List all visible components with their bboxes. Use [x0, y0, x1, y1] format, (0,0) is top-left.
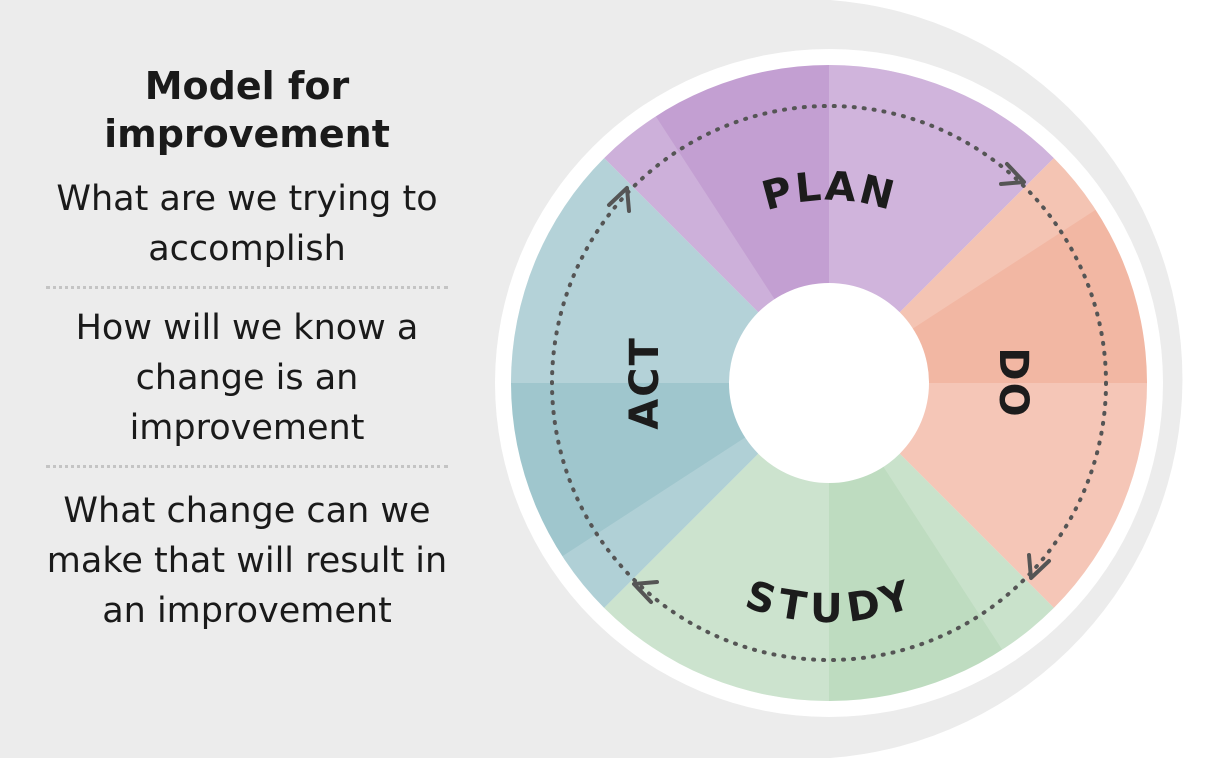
phase-label-do: DO — [990, 347, 1036, 418]
segment-plan — [604, 65, 1054, 314]
segment-act-tint — [562, 436, 760, 608]
pdsa-cycle-wheel: PLAN STUDY DO ACT — [495, 49, 1163, 717]
segment-study — [604, 452, 1054, 701]
phase-label-act: ACT — [622, 336, 668, 430]
center-hole — [729, 283, 929, 483]
question-change: What change can we make that will result… — [46, 491, 448, 631]
segment-do-tint — [898, 158, 1096, 330]
arrowhead-icon — [999, 162, 1026, 186]
segment-study-highlight — [604, 452, 829, 701]
page-title: Model for improvement — [104, 64, 390, 156]
dotted-divider — [46, 286, 448, 289]
segment-act — [511, 158, 760, 608]
questions-panel: Model for improvement What are we trying… — [28, 62, 466, 642]
segment-do — [898, 158, 1147, 608]
dotted-divider — [46, 465, 448, 468]
arrowhead-icon — [632, 580, 659, 604]
question-measure: How will we know a change is an improvem… — [75, 308, 419, 448]
segment-plan-highlight — [829, 65, 1054, 314]
arrowhead-icon — [607, 186, 631, 213]
arrowheads — [607, 162, 1051, 604]
segment-plan-tint — [604, 116, 776, 314]
segment-act-highlight — [511, 158, 760, 383]
cycle-segments — [511, 65, 1147, 701]
segment-study-tint — [882, 452, 1054, 650]
segment-do-highlight — [898, 383, 1147, 608]
dotted-cycle-arrow-path — [550, 104, 1108, 662]
arrowhead-icon — [1027, 553, 1051, 580]
question-aim: What are we trying to accomplish — [56, 179, 438, 269]
